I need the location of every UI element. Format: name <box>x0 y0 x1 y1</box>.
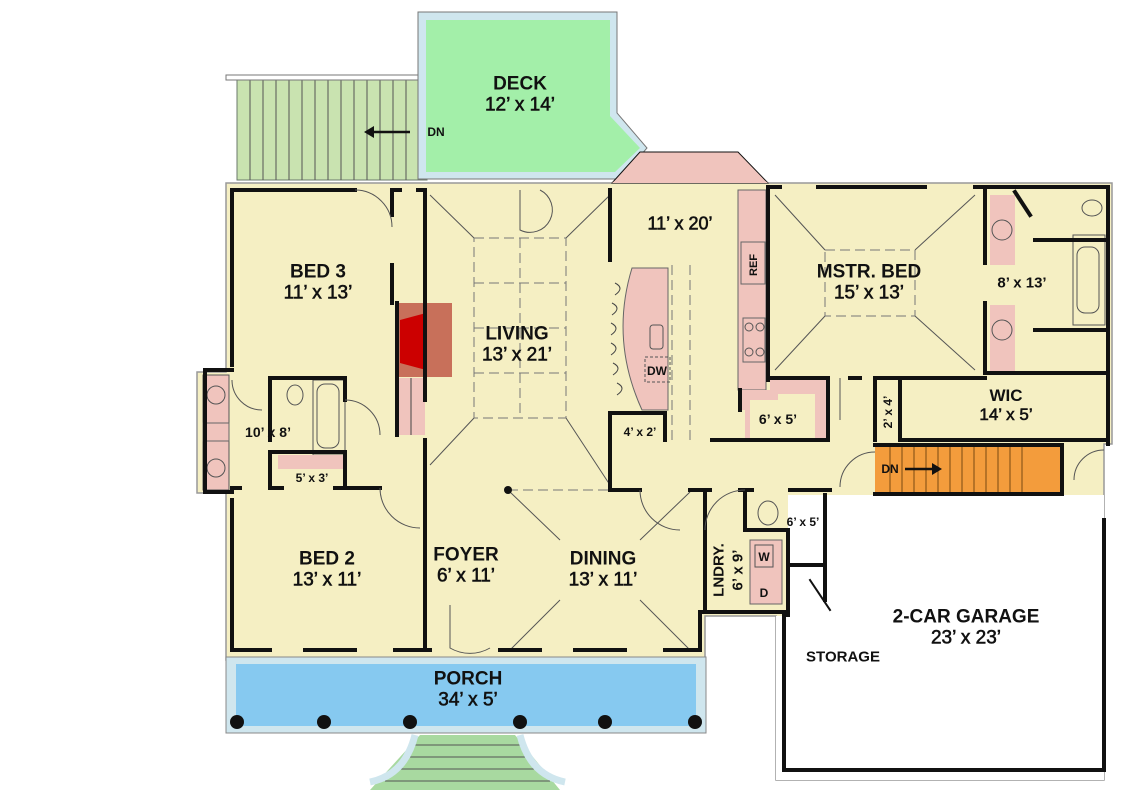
room-dims: 23’ x 23’ <box>930 628 1002 650</box>
deck-stairs-label: DN <box>427 125 445 139</box>
room-dims: 14’ x 5’ <box>979 405 1033 425</box>
room-dims: 13’ x 11’ <box>292 570 362 592</box>
half-bath-dims: 6’ x 5’ <box>786 515 820 529</box>
main-stairs-label: DN <box>881 462 899 476</box>
master-bath-dims: 8’ x 13’ <box>997 274 1047 292</box>
room-dims: 13’ x 21’ <box>481 345 553 367</box>
room-dims: 6’ x 11’ <box>436 566 496 588</box>
room-name: MSTR. BED <box>816 261 922 283</box>
small-closet-dims: 4’ x 2’ <box>623 425 657 439</box>
room-name: FOYER <box>433 544 499 566</box>
bath2-dims: 10’ x 8’ <box>245 424 291 440</box>
room-label-living: LIVING 13’ x 21’ <box>481 323 553 367</box>
room-name: DINING <box>569 548 637 570</box>
room-dims: 15’ x 13’ <box>833 283 905 305</box>
room-name: 2-CAR GARAGE <box>892 606 1040 628</box>
room-name: DECK <box>493 73 547 95</box>
laundry-name: LNDRY. <box>710 543 728 597</box>
room-dims: 13’ x 11’ <box>568 570 638 592</box>
room-dims: 34’ x 5’ <box>438 690 498 712</box>
bed2-closet-dims: 5’ x 3’ <box>295 471 329 485</box>
dishwasher-label: DW <box>647 364 667 378</box>
room-label-porch: PORCH 34’ x 5’ <box>434 669 503 712</box>
room-name: WIC <box>989 385 1023 405</box>
laundry-dims: 6’ x 9’ <box>729 549 747 591</box>
room-dims: 11’ x 13’ <box>283 283 353 305</box>
room-dims: 12’ x 14’ <box>484 95 556 117</box>
room-name: BED 3 <box>290 261 346 283</box>
main-stairs <box>875 447 1060 492</box>
room-label-bed2: BED 2 13’ x 11’ <box>292 548 362 592</box>
room-label-bed3: BED 3 11’ x 13’ <box>283 261 353 305</box>
room-name: PORCH <box>433 668 503 690</box>
pantry-dims: 6’ x 5’ <box>758 411 798 427</box>
room-label-deck: DECK 12’ x 14’ <box>484 73 556 117</box>
porch <box>225 656 707 790</box>
room-name: BED 2 <box>299 548 355 570</box>
dryer-label: D <box>759 586 769 600</box>
refrigerator-label: REF <box>748 254 760 276</box>
room-name: LIVING <box>485 323 549 345</box>
washer-label: W <box>758 550 770 564</box>
room-label-wic: WIC 14’ x 5’ <box>979 385 1033 425</box>
room-label-dining: DINING 13’ x 11’ <box>568 548 638 592</box>
room-label-garage: 2-CAR GARAGE 23’ x 23’ <box>893 607 1040 650</box>
storage-label: STORAGE <box>806 648 880 666</box>
kitchen-dims: 11’ x 20’ <box>647 213 713 234</box>
room-label-master-bed: MSTR. BED 15’ x 13’ <box>817 262 922 305</box>
room-label-foyer: FOYER 6’ x 11’ <box>433 545 498 588</box>
linen-closet-dims: 2’ x 4’ <box>881 395 895 429</box>
deck-stairs <box>225 74 428 181</box>
deck <box>417 11 648 180</box>
